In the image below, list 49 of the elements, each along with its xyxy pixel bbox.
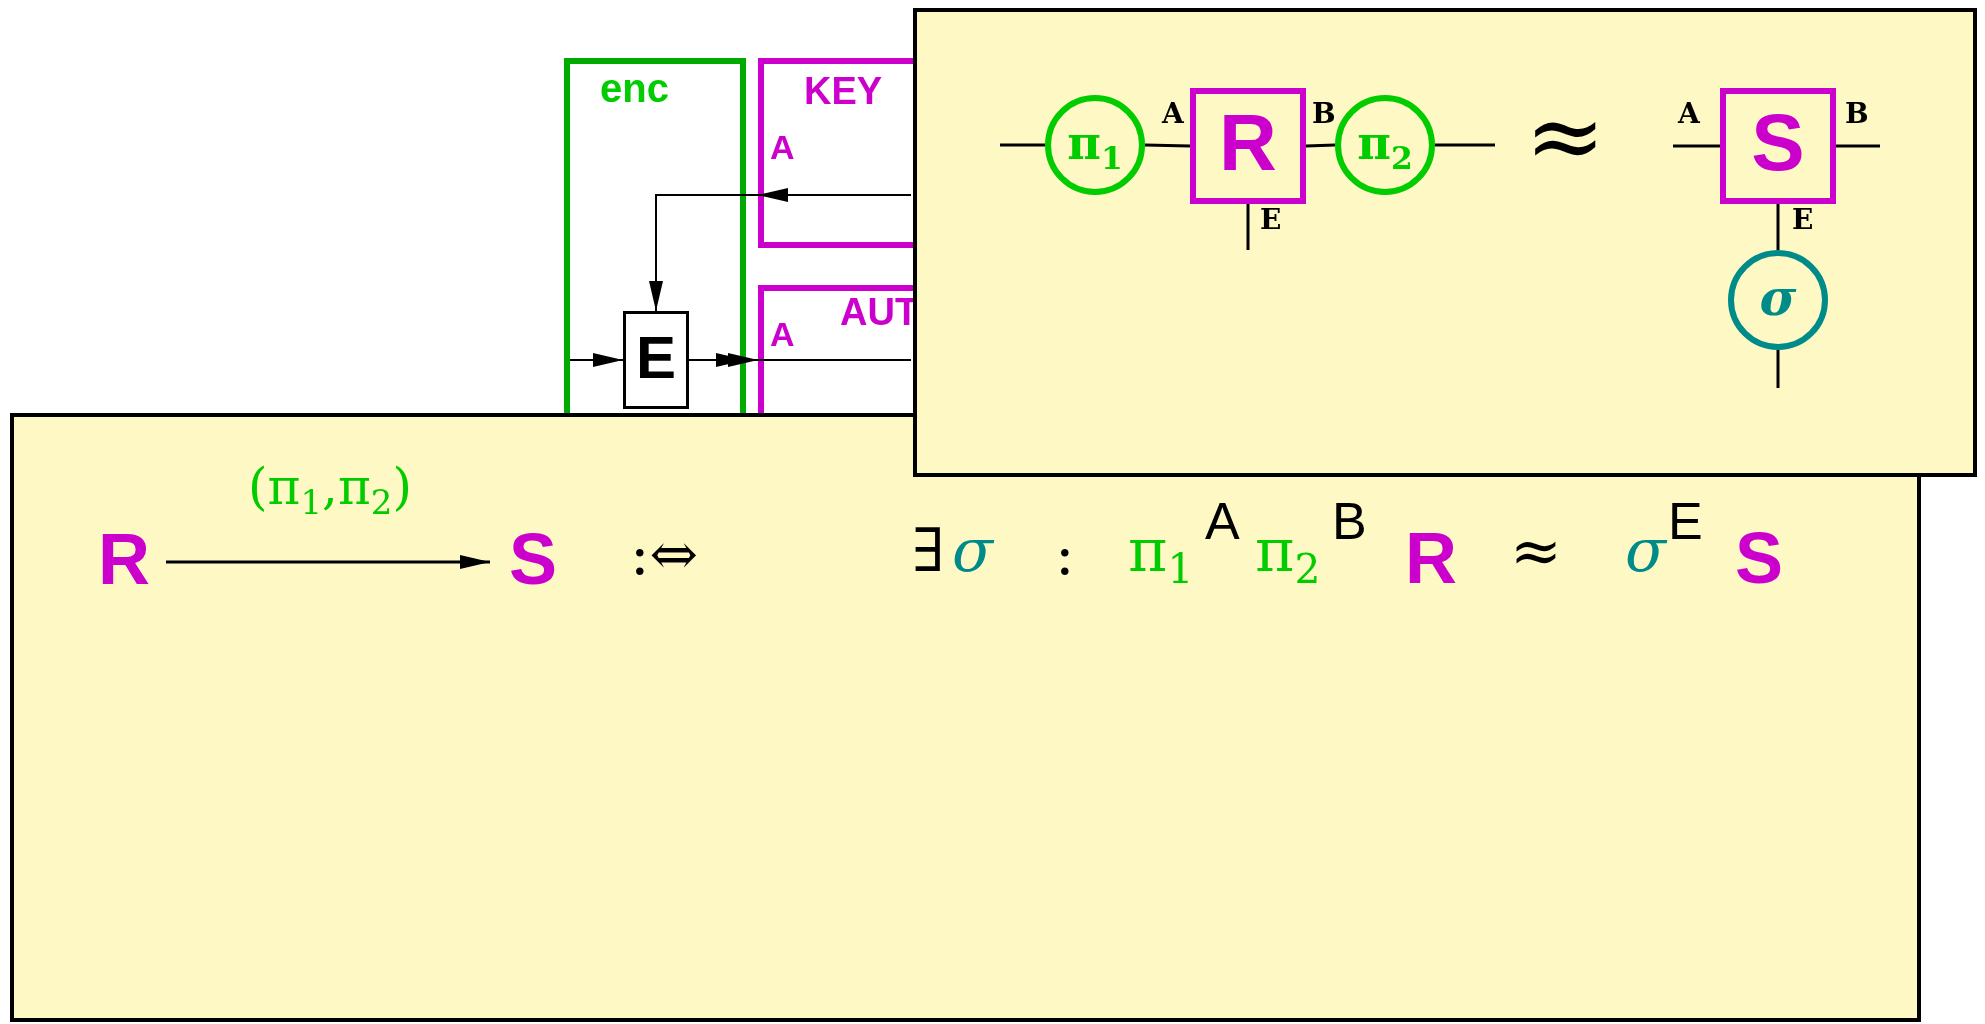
node-label: KEY — [804, 72, 883, 110]
formula-symbol: σ — [952, 520, 993, 580]
formula-symbol: σ — [1625, 520, 1666, 580]
converter-circle — [1335, 95, 1435, 195]
node-label: σ — [1759, 273, 1797, 323]
formula-symbol: : — [1055, 525, 1075, 583]
node-label: enc — [600, 68, 669, 108]
node-label: E — [636, 327, 676, 388]
connector — [1435, 143, 1495, 147]
connector — [1776, 204, 1780, 250]
connector — [757, 359, 912, 361]
panel — [10, 413, 1921, 1022]
converter-circle — [1045, 95, 1145, 195]
connector — [166, 555, 490, 569]
process-box — [623, 311, 689, 409]
panel — [913, 8, 1977, 477]
node-label: π$_{2}$ — [1357, 120, 1413, 167]
formula-symbol: ∃ — [912, 520, 945, 580]
resource-box — [1720, 88, 1836, 204]
formula-symbol: S — [1735, 522, 1784, 594]
node-label: π$_{1}$ — [1067, 120, 1123, 167]
connector — [1673, 144, 1720, 148]
connector — [569, 353, 624, 367]
connector — [649, 188, 788, 312]
simulator-circle — [1728, 250, 1828, 350]
module-frame — [564, 58, 746, 413]
formula-symbol: R — [1405, 522, 1457, 594]
formula-symbol: E — [1668, 495, 1703, 547]
node-label: R — [98, 523, 150, 596]
node-label: R — [1219, 102, 1277, 183]
formula-symbol: B — [1332, 495, 1367, 547]
connector — [1836, 144, 1880, 148]
connector — [1246, 204, 1250, 250]
connector — [688, 353, 759, 367]
connector — [757, 194, 912, 196]
node-label: S — [1751, 102, 1805, 183]
formula-symbol: :⇔ — [630, 525, 699, 583]
node-label: A — [770, 317, 795, 351]
connector — [1144, 143, 1191, 148]
resource-box — [1190, 88, 1306, 204]
connector — [1000, 143, 1045, 147]
formula-symbol: ≈ — [1510, 520, 1562, 582]
node-label: S — [509, 523, 557, 596]
connector — [1776, 350, 1780, 388]
node-label: AUT — [840, 293, 919, 331]
formula-symbol: ≈ — [1525, 88, 1606, 184]
formula-symbol: A — [1205, 495, 1240, 547]
node-label: A — [770, 130, 795, 164]
connector — [1305, 143, 1336, 148]
